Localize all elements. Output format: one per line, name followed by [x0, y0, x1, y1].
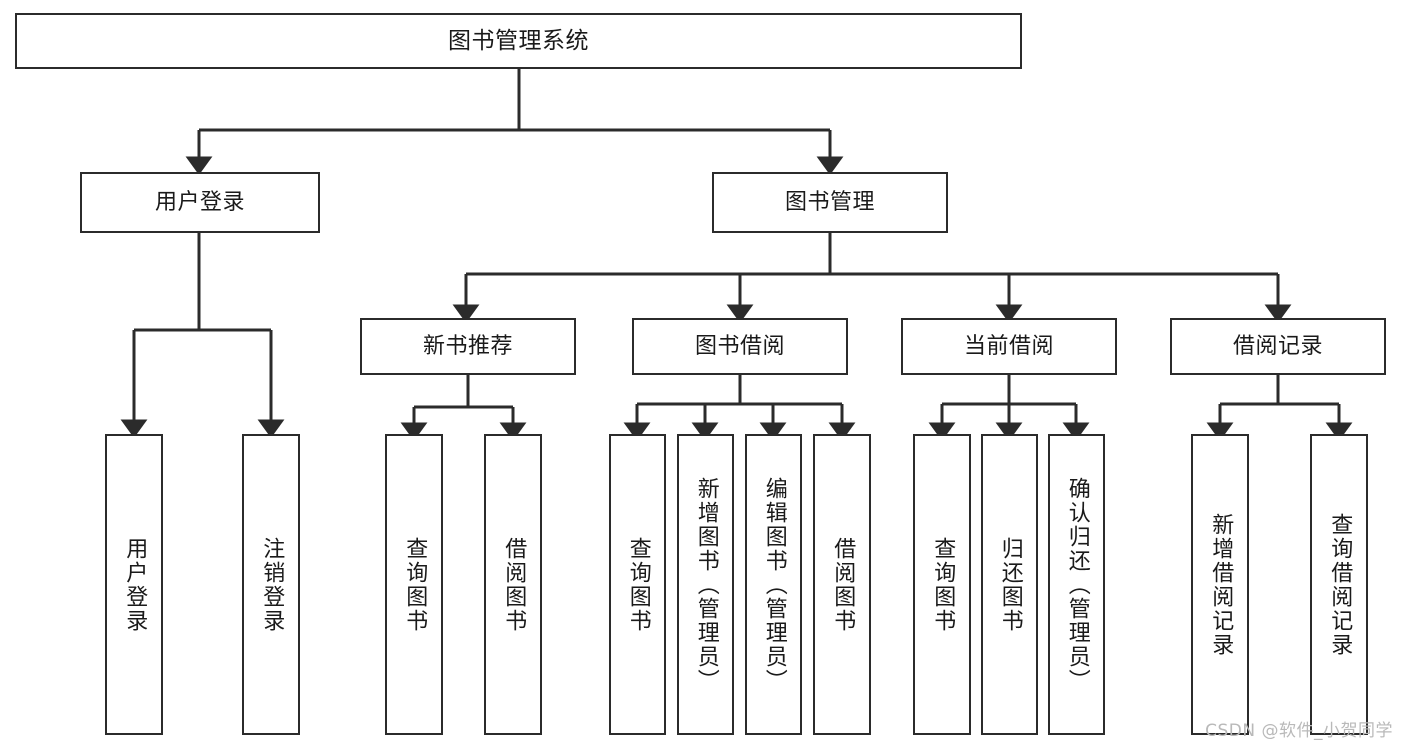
- node-user-login[interactable]: 用户登录: [80, 172, 320, 233]
- node-label: 查询图书: [625, 536, 651, 633]
- node-label: 用户登录: [122, 536, 148, 633]
- node-label: 确认归还（管理员）: [1064, 476, 1090, 693]
- node-label: 图书借阅: [694, 333, 785, 359]
- node-system-root[interactable]: 图书管理系统: [15, 13, 1022, 69]
- node-book-management[interactable]: 图书管理: [712, 172, 948, 233]
- leaf-book-borrow-borrow[interactable]: 借阅图书: [813, 434, 871, 735]
- node-label: 图书管理系统: [448, 27, 589, 54]
- leaf-book-borrow-query[interactable]: 查询图书: [609, 434, 666, 735]
- watermark-text: CSDN @软件_小贺同学: [1205, 721, 1393, 741]
- node-new-book-recommend[interactable]: 新书推荐: [360, 318, 576, 375]
- node-label: 编辑图书（管理员）: [761, 476, 787, 693]
- leaf-user-login-logout[interactable]: 注销登录: [242, 434, 300, 735]
- leaf-new-book-query[interactable]: 查询图书: [385, 434, 443, 735]
- node-current-borrow[interactable]: 当前借阅: [901, 318, 1117, 375]
- leaf-new-book-borrow[interactable]: 借阅图书: [484, 434, 542, 735]
- leaf-user-login-login[interactable]: 用户登录: [105, 434, 163, 735]
- leaf-book-borrow-add[interactable]: 新增图书（管理员）: [677, 434, 734, 735]
- node-label: 查询图书: [930, 536, 956, 633]
- leaf-borrow-record-add[interactable]: 新增借阅记录: [1191, 434, 1249, 735]
- leaf-book-borrow-edit[interactable]: 编辑图书（管理员）: [745, 434, 802, 735]
- node-label: 查询图书: [402, 536, 428, 633]
- leaf-current-borrow-return[interactable]: 归还图书: [981, 434, 1038, 735]
- node-label: 借阅图书: [830, 536, 856, 633]
- node-label: 借阅记录: [1232, 333, 1323, 359]
- node-label: 用户登录: [154, 189, 245, 215]
- node-label: 借阅图书: [501, 536, 527, 633]
- node-label: 注销登录: [259, 536, 285, 633]
- leaf-current-borrow-query[interactable]: 查询图书: [913, 434, 971, 735]
- node-label: 新增图书（管理员）: [693, 476, 719, 693]
- leaf-borrow-record-query[interactable]: 查询借阅记录: [1310, 434, 1368, 735]
- node-label: 查询借阅记录: [1327, 512, 1353, 657]
- node-label: 图书管理: [784, 189, 875, 215]
- node-borrow-record[interactable]: 借阅记录: [1170, 318, 1386, 375]
- node-label: 新增借阅记录: [1208, 512, 1234, 657]
- node-label: 归还图书: [997, 536, 1023, 633]
- node-label: 当前借阅: [963, 333, 1054, 359]
- node-label: 新书推荐: [422, 333, 513, 359]
- node-book-borrow[interactable]: 图书借阅: [632, 318, 848, 375]
- leaf-current-borrow-confirm-return[interactable]: 确认归还（管理员）: [1048, 434, 1105, 735]
